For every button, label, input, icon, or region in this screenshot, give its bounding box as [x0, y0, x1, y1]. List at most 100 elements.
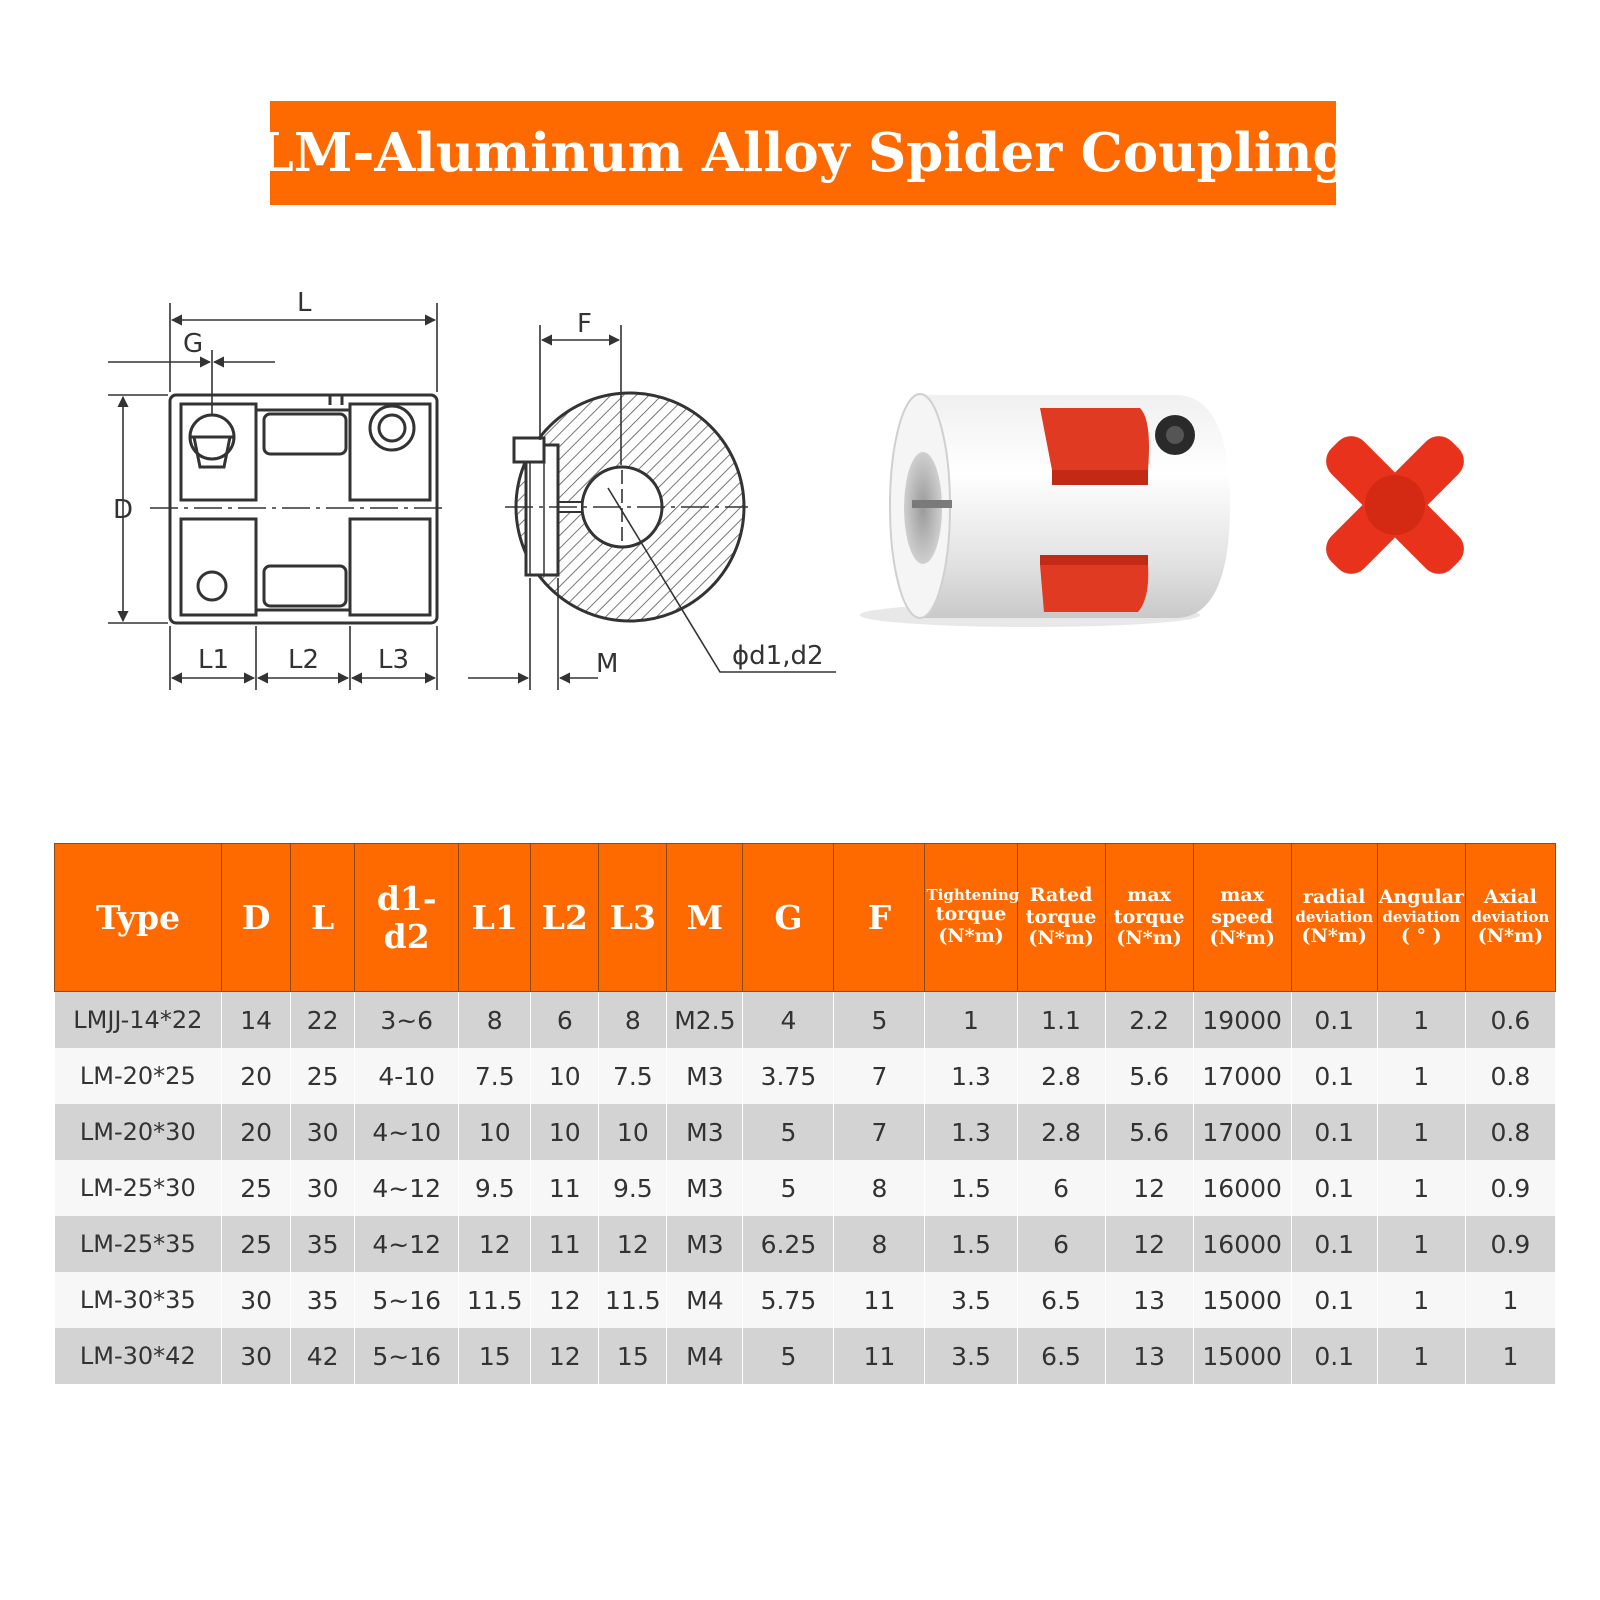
- table-cell: 0.9: [1465, 1160, 1557, 1216]
- column-header-line: speed: [1211, 905, 1273, 928]
- table-cell: 13: [1105, 1272, 1194, 1328]
- column-header-line: L2: [541, 897, 588, 937]
- column-header-line: Tightening: [926, 886, 1020, 905]
- table-cell: M4: [666, 1328, 744, 1384]
- table-cell: M3: [666, 1048, 744, 1104]
- type-cell: LM-20*30: [54, 1104, 223, 1160]
- table-cell: 20: [221, 1048, 292, 1104]
- table-cell: 0.1: [1291, 1160, 1378, 1216]
- table-cell: 1.3: [924, 1104, 1018, 1160]
- type-cell: LM-25*30: [54, 1160, 223, 1216]
- table-cell: 1: [924, 991, 1018, 1048]
- label-M: M: [596, 649, 618, 679]
- table-cell: M3: [666, 1216, 744, 1272]
- column-header: G: [742, 843, 835, 992]
- column-header-line: (N*m): [1028, 927, 1094, 950]
- table-cell: 25: [221, 1160, 292, 1216]
- label-L3: L3: [378, 645, 409, 675]
- column-header-line: Angular: [1378, 886, 1464, 909]
- table-cell: 12: [598, 1216, 668, 1272]
- table-cell: 9.5: [458, 1160, 532, 1216]
- table-cell: 2.8: [1017, 1104, 1106, 1160]
- table-cell: 0.9: [1465, 1216, 1557, 1272]
- coupling-photo: [860, 393, 1230, 627]
- table-cell: 5.6: [1105, 1048, 1194, 1104]
- table-cell: 11: [833, 1328, 926, 1384]
- table-cell: 15000: [1193, 1328, 1292, 1384]
- table-cell: 1: [1465, 1328, 1557, 1384]
- column-header-line: max: [1220, 883, 1265, 906]
- table-cell: 0.1: [1291, 1328, 1378, 1384]
- table-cell: 1: [1377, 1104, 1466, 1160]
- label-bore: ϕd1,d2: [732, 641, 824, 671]
- table-cell: 17000: [1193, 1104, 1292, 1160]
- column-header-line: deviation: [1471, 907, 1550, 926]
- side-view: [168, 393, 439, 625]
- table-cell: 2.2: [1105, 991, 1194, 1048]
- column-header: Type: [53, 843, 223, 992]
- table-cell: 16000: [1193, 1160, 1292, 1216]
- table-cell: 15: [598, 1328, 668, 1384]
- column-header: L1: [458, 843, 532, 992]
- type-cell: LMJJ-14*22: [54, 991, 223, 1048]
- label-L: L: [297, 288, 312, 318]
- table-cell: 25: [290, 1048, 356, 1104]
- column-header-line: Type: [95, 897, 181, 937]
- title-banner: LM-Aluminum Alloy Spider Coupling: [256, 101, 1350, 205]
- table-cell: 3~6: [354, 991, 460, 1048]
- table-cell: M4: [666, 1272, 744, 1328]
- table-cell: 4~12: [354, 1160, 460, 1216]
- table-cell: 1.3: [924, 1048, 1018, 1104]
- table-cell: 6: [530, 991, 600, 1048]
- table-cell: 12: [530, 1328, 600, 1384]
- column-header-line: L1: [471, 897, 518, 937]
- table-cell: 10: [458, 1104, 532, 1160]
- column-header-line: max: [1127, 883, 1171, 906]
- table-cell: 16000: [1193, 1216, 1292, 1272]
- end-view: [512, 391, 746, 623]
- spider-insert-photo: [1326, 436, 1464, 574]
- column-header-line: (N*m): [1116, 927, 1182, 950]
- table-cell: 8: [598, 991, 668, 1048]
- table-cell: 6.25: [742, 1216, 835, 1272]
- column-header-line: ( ° ): [1400, 925, 1442, 948]
- coupling-diagram: L G D L1 L2 L3 F M ϕd1,d2: [108, 288, 1464, 690]
- table-cell: 10: [598, 1104, 668, 1160]
- table-cell: 20: [221, 1104, 292, 1160]
- table-cell: M3: [666, 1160, 744, 1216]
- column-header-line: deviation: [1295, 907, 1374, 926]
- table-cell: 19000: [1193, 991, 1292, 1048]
- table-cell: 0.1: [1291, 1216, 1378, 1272]
- table-cell: 7: [833, 1104, 926, 1160]
- column-header: L: [290, 843, 356, 992]
- table-cell: 11.5: [458, 1272, 532, 1328]
- table-cell: 35: [290, 1216, 356, 1272]
- column-header-line: L3: [609, 897, 656, 937]
- column-header: L2: [530, 843, 600, 992]
- table-cell: 42: [290, 1328, 356, 1384]
- column-header-line: M: [686, 897, 724, 937]
- type-cell: LM-20*25: [54, 1048, 223, 1104]
- table-cell: 14: [221, 991, 292, 1048]
- table-cell: 11: [530, 1160, 600, 1216]
- type-cell: LM-25*35: [54, 1216, 223, 1272]
- page-title: LM-Aluminum Alloy Spider Coupling: [256, 122, 1350, 184]
- label-L1: L1: [198, 645, 229, 675]
- column-header-line: (N*m): [1301, 925, 1367, 948]
- table-cell: 0.1: [1291, 1048, 1378, 1104]
- table-cell: 12: [1105, 1216, 1194, 1272]
- table-cell: 1: [1465, 1272, 1557, 1328]
- table-cell: 0.8: [1465, 1104, 1557, 1160]
- column-header-line: D: [241, 897, 271, 937]
- table-cell: 5~16: [354, 1272, 460, 1328]
- table-cell: 5: [742, 1328, 835, 1384]
